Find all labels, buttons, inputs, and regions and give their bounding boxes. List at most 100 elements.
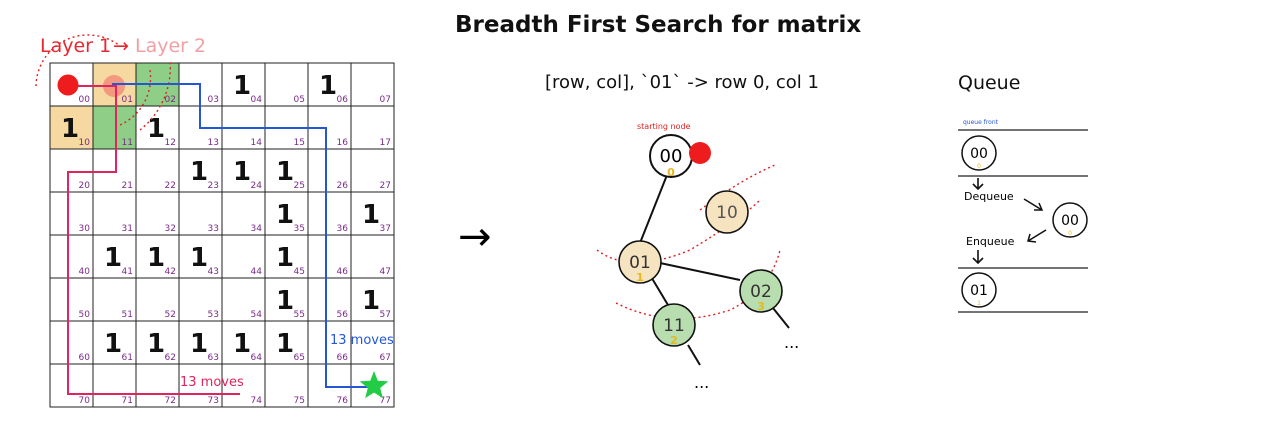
wall-mark: 1 (190, 329, 208, 359)
svg-text:00: 00 (970, 146, 988, 162)
cell-index: 14 (251, 138, 263, 148)
graph-node-11: 11 2 (652, 303, 696, 347)
grid-cell-17: 17 (350, 105, 395, 150)
cell-index: 06 (337, 95, 349, 105)
queue-item-dequeued: 00 0 (1052, 202, 1088, 238)
start-dot (57, 74, 79, 96)
grid-cell-34: 34 (221, 191, 266, 236)
wall-mark: 1 (233, 157, 251, 187)
cell-index: 50 (79, 310, 91, 320)
layer2-label: Layer 2 (135, 35, 207, 57)
wall-mark: 1 (104, 243, 122, 273)
cell-index: 51 (122, 310, 133, 320)
cell-index: 37 (380, 224, 391, 234)
cell-index: 56 (337, 310, 349, 320)
grid-cell-56: 56 (307, 277, 352, 322)
grid-cell-44: 44 (221, 234, 266, 279)
grid-cell-73: 73 (178, 363, 223, 408)
grid-cell-30: 30 (49, 191, 94, 236)
cell-index: 73 (208, 396, 219, 406)
grid-cell-20: 20 (49, 148, 94, 193)
grid-cell-40: 40 (49, 234, 94, 279)
grid-cell-27: 27 (350, 148, 395, 193)
cell-index: 43 (208, 267, 219, 277)
edge-01-02 (659, 262, 741, 281)
cell-index: 25 (294, 181, 305, 191)
wall-mark: 1 (147, 243, 165, 273)
blue-path (112, 83, 368, 388)
cell-index: 15 (294, 138, 305, 148)
cell-index: 77 (380, 396, 391, 406)
cell-index: 61 (122, 353, 133, 363)
edge-11-more (687, 344, 701, 366)
cell-index: 34 (251, 224, 263, 234)
cell-index: 57 (380, 310, 391, 320)
grid-cell-75: 75 (264, 363, 309, 408)
queue-panel: queue front 00 0 Dequeue 00 0 Enqueue (958, 119, 1088, 313)
cell-index: 55 (294, 310, 305, 320)
wall-mark: 1 (362, 200, 380, 230)
wall-mark: 1 (233, 329, 251, 359)
grid-cell-76: 76 (307, 363, 352, 408)
cell-index: 72 (165, 396, 176, 406)
cell-index: 16 (337, 138, 349, 148)
cell-index: 54 (251, 310, 263, 320)
cell-index: 70 (79, 396, 91, 406)
cell-index: 30 (79, 224, 91, 234)
graph-start-dot (689, 142, 711, 164)
graph-ellipsis-right: ... (784, 333, 799, 352)
bfs-graph: starting node 00 0 10 01 1 02 3 (596, 122, 799, 392)
svg-text:01: 01 (629, 253, 651, 273)
graph-ellipsis-bottom: ... (694, 373, 709, 392)
layer2-arc (139, 59, 172, 131)
cell-index: 42 (165, 267, 176, 277)
cell-index: 53 (208, 310, 219, 320)
grid-cell-52: 52 (135, 277, 180, 322)
queue-title: Queue (958, 72, 1021, 94)
cell-index: 04 (251, 95, 263, 105)
cell-index: 21 (122, 181, 133, 191)
graph-subtitle: [row, col], `01` -> row 0, col 1 (545, 72, 819, 93)
edge-00-01 (639, 174, 668, 244)
cell-index: 05 (294, 95, 305, 105)
cell-index: 33 (208, 224, 219, 234)
edge-01-11 (649, 274, 669, 306)
grid-cell-05: 05 (264, 62, 309, 107)
wall-mark: 1 (276, 200, 294, 230)
dequeue-arrow-icon (972, 178, 984, 191)
layer-arrow-icon: → (113, 35, 129, 57)
svg-text:2: 2 (670, 334, 678, 347)
svg-text:1: 1 (977, 300, 981, 307)
graph-node-10: 10 (705, 190, 749, 234)
cell-index: 11 (122, 138, 133, 148)
cell-index: 74 (251, 396, 263, 406)
layer1-arc (35, 34, 121, 87)
svg-text:00: 00 (1061, 213, 1079, 229)
graph-node-02: 02 3 (739, 269, 783, 313)
goal-star-icon (359, 371, 389, 399)
cell-index: 02 (165, 95, 176, 105)
cell-index: 76 (337, 396, 349, 406)
queue-item-front: 00 0 (961, 135, 997, 171)
cell-index: 45 (294, 267, 305, 277)
grid-cell-54: 54 (221, 277, 266, 322)
cell-index: 00 (79, 95, 91, 105)
layer1-label: Layer 1 (40, 35, 112, 57)
cell-index: 60 (79, 353, 91, 363)
queue-front-label: queue front (963, 119, 999, 126)
cell-index: 23 (208, 181, 219, 191)
cell-index: 46 (337, 267, 349, 277)
edge-02-more (772, 307, 790, 329)
